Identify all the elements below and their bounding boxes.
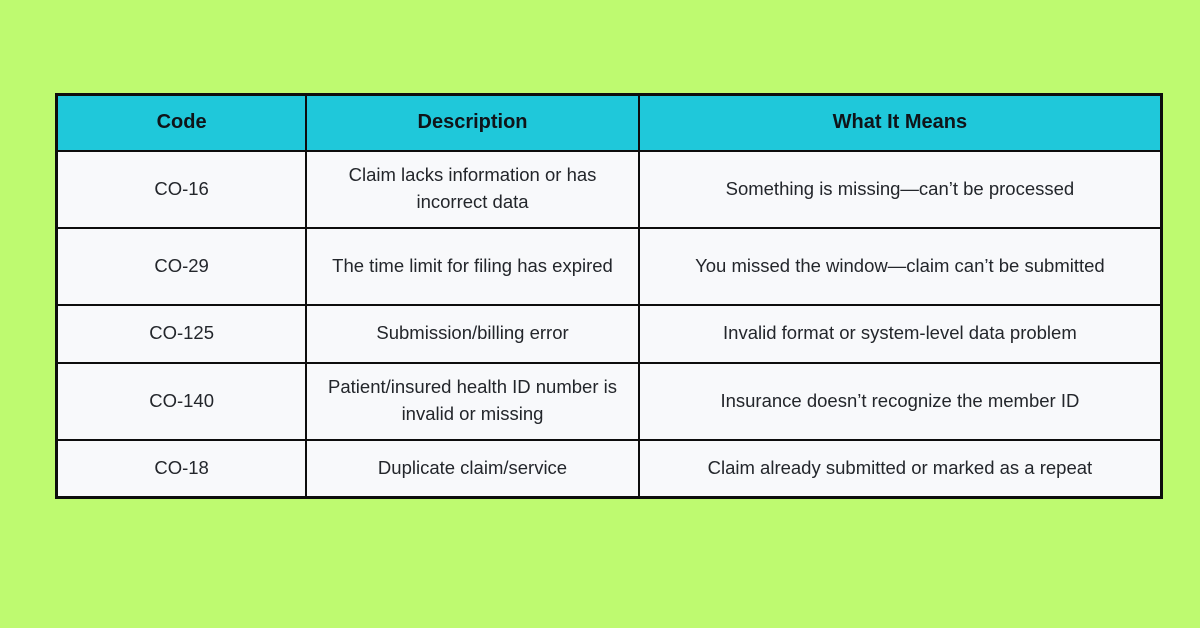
description-text: Claim lacks information or has incorrect… xyxy=(348,164,597,212)
code-cell: CO-16 xyxy=(55,149,308,229)
description-text: Patient/insured health ID number is inva… xyxy=(328,376,617,424)
header-row: Code Description What It Means xyxy=(55,93,1163,152)
code-cell: CO-125 xyxy=(55,303,308,364)
table-row: CO-140 Patient/insured health ID number i… xyxy=(55,361,1163,441)
meaning-cell: Something is missing—can’t be processed xyxy=(637,149,1163,229)
code-cell: CO-18 xyxy=(55,438,308,499)
description-cell: Patient/insured health ID number is inva… xyxy=(305,361,640,441)
description-text: Duplicate claim/service xyxy=(377,456,568,478)
column-header-meaning: What It Means xyxy=(637,93,1163,152)
table-row: CO-16 Claim lacks information or has inco… xyxy=(55,149,1163,229)
meaning-cell: Insurance doesn’t recognize the member I… xyxy=(637,361,1163,441)
meaning-cell: Claim already submitted or marked as a r… xyxy=(637,438,1163,499)
table-row: CO-125 Submission/billing error Invalid fo… xyxy=(55,303,1163,364)
column-header-code: Code xyxy=(55,93,308,152)
table-body: CO-16 Claim lacks information or has inco… xyxy=(55,149,1163,499)
table-header: Code Description What It Means xyxy=(55,93,1163,152)
table-row: CO-29 The time limit for filing has expir… xyxy=(55,226,1163,306)
table-row: CO-18 Duplicate claim/service Claim alread… xyxy=(55,438,1163,499)
column-header-description: Description xyxy=(305,93,640,152)
meaning-cell: Invalid format or system-level data prob… xyxy=(637,303,1163,364)
code-cell: CO-29 xyxy=(55,226,308,306)
description-cell: Submission/billing error xyxy=(305,303,640,364)
code-cell: CO-140 xyxy=(55,361,308,441)
description-text: The time limit for filing has expired xyxy=(332,254,613,276)
description-cell: The time limit for filing has expired xyxy=(305,226,640,306)
meaning-cell: You missed the window—claim can’t be sub… xyxy=(637,226,1163,306)
description-text: Submission/billing error xyxy=(376,322,569,344)
description-cell: Duplicate claim/service xyxy=(305,438,640,499)
description-cell: Claim lacks information or has incorrect… xyxy=(305,149,640,229)
